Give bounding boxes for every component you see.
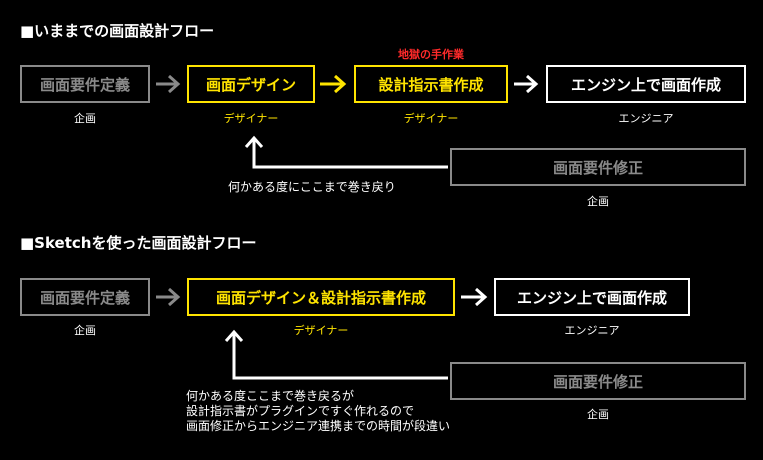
flow2-rollback-note-line2: 設計指示書がプラグインですぐ作れるので — [186, 404, 415, 418]
flow1-spec-box: 設計指示書作成 — [354, 65, 508, 103]
flow2-rollback-note-line3: 画面修正からエンジニア連携までの時間が段違い — [186, 419, 451, 433]
arrow-requirements-to-design — [156, 74, 181, 94]
arrow-spec-to-engine — [514, 74, 539, 94]
flow2-rollback-note-line1: 何かある度ここまで巻き戻るが — [186, 389, 355, 403]
flow1-requirements-caption: 企画 — [74, 112, 96, 125]
flow2-requirements-box: 画面要件定義 — [20, 278, 150, 316]
arrow2-design-to-engine — [461, 287, 488, 307]
manual-hell-label: 地獄の手作業 — [398, 48, 464, 61]
flow1-design-box: 画面デザイン — [187, 65, 315, 103]
flow2-engine-box: エンジン上で画面作成 — [494, 278, 690, 316]
flow2-design-spec-caption: デザイナー — [293, 324, 349, 337]
flow2-engine-caption: エンジニア — [564, 324, 620, 337]
flow1-rollback-note: 何かある度にここまで巻き戻り — [228, 180, 396, 194]
flow1-revision-caption: 企画 — [587, 195, 609, 208]
flow1-revision-box: 画面要件修正 — [450, 148, 746, 186]
flow2-requirements-caption: 企画 — [74, 324, 96, 337]
arrow-rollback-2 — [224, 329, 448, 380]
flow2-revision-caption: 企画 — [587, 408, 609, 421]
flow1-engine-caption: エンジニア — [618, 112, 674, 125]
section2-title: ■Sketchを使った画面設計フロー — [20, 234, 257, 252]
flow1-engine-box: エンジン上で画面作成 — [546, 65, 746, 103]
flow1-requirements-box: 画面要件定義 — [20, 65, 150, 103]
arrow-rollback-1 — [244, 135, 448, 169]
section1-title: ■いままでの画面設計フロー — [20, 22, 215, 40]
arrow2-requirements-to-design — [156, 287, 181, 307]
flow1-design-caption: デザイナー — [223, 112, 279, 125]
flow2-revision-box: 画面要件修正 — [450, 362, 746, 400]
flow2-design-spec-box: 画面デザイン＆設計指示書作成 — [187, 278, 455, 316]
arrow-design-to-spec — [320, 74, 347, 94]
flow1-spec-caption: デザイナー — [403, 112, 459, 125]
